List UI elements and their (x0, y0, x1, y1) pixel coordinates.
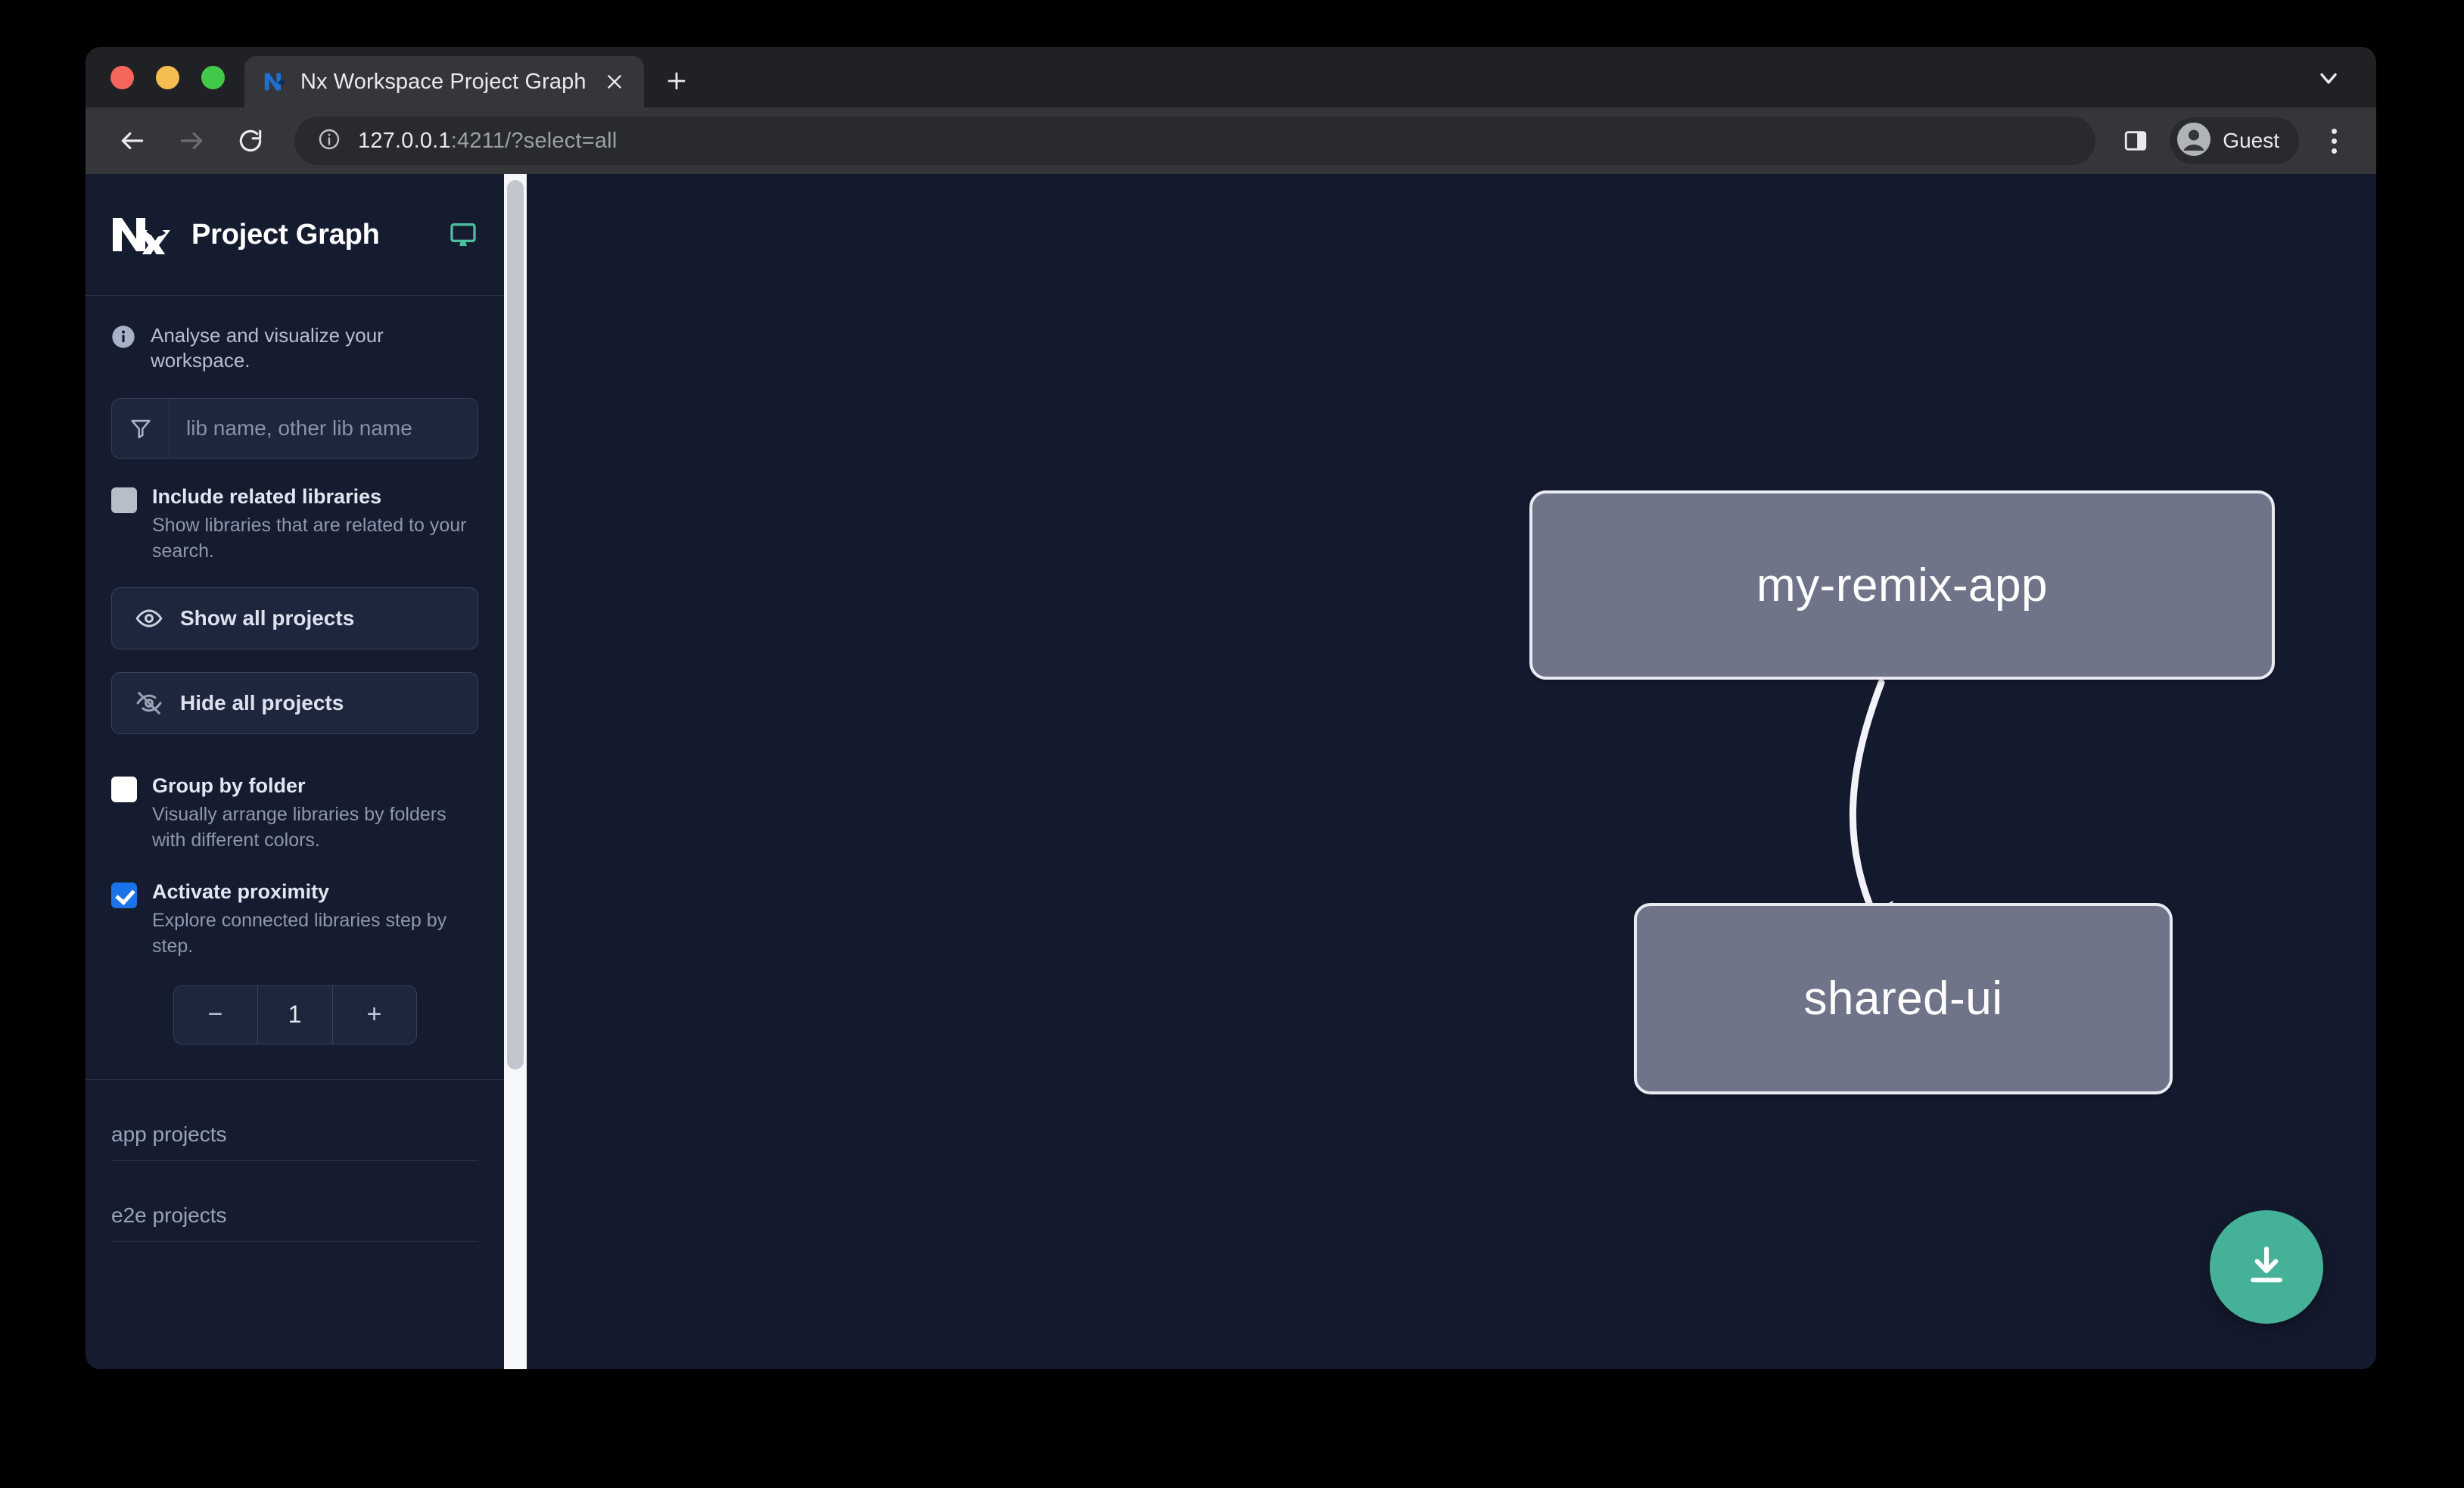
filter-funnel-icon (112, 399, 170, 458)
url-host: 127.0.0.1 (358, 128, 451, 153)
proximity-stepper: − 1 + (173, 985, 417, 1044)
monitor-icon[interactable] (448, 219, 478, 250)
option-description: Explore connected libraries step by step… (152, 910, 447, 957)
profile-button[interactable]: Guest (2170, 117, 2299, 164)
hide-all-projects-button[interactable]: Hide all projects (111, 671, 478, 734)
nx-logo-icon (111, 215, 170, 257)
hide-all-projects-label: Hide all projects (180, 690, 344, 714)
sidebar-scrollbar[interactable] (504, 174, 527, 1369)
eye-slash-icon (135, 689, 163, 718)
new-tab-button[interactable] (653, 58, 700, 104)
sidebar-divider (86, 295, 504, 296)
graph-node-label: shared-ui (1803, 973, 2003, 1025)
sidebar-tagline: Analyse and visualize your workspace. (151, 324, 384, 372)
close-icon[interactable] (599, 66, 630, 98)
graph-node[interactable]: my-remix-app (1529, 490, 2275, 680)
arrow-left-icon[interactable] (105, 114, 160, 168)
proximity-decrement-button[interactable]: − (173, 985, 257, 1044)
nx-favicon-icon (263, 69, 288, 95)
sidebar: Project Graph Analyse an (86, 174, 504, 1369)
sidebar-tagline-row: Analyse and visualize your workspace. (86, 296, 504, 398)
sidebar-scrollbar-thumb[interactable] (507, 180, 524, 1069)
graph-node-label: my-remix-app (1756, 559, 2048, 612)
profile-name: Guest (2223, 129, 2279, 152)
project-graph-canvas[interactable]: my-remix-app shared-ui (527, 174, 2376, 1369)
search-input[interactable] (170, 399, 478, 458)
minimize-window-button[interactable] (156, 65, 179, 89)
sidebar-project-sections: app projects e2e projects (86, 1079, 504, 1242)
download-icon (2242, 1241, 2291, 1294)
eye-icon (135, 604, 163, 633)
graph-edge-my-remix-app-to-shared-ui (1849, 679, 1893, 954)
browser-toolbar: 127.0.0.1:4211/?select=all Guest (86, 107, 2376, 174)
graph-node[interactable]: shared-ui (1634, 903, 2173, 1094)
option-label: Include related libraries (152, 485, 382, 508)
page-title: Project Graph (191, 218, 380, 251)
avatar-icon (2176, 121, 2212, 161)
download-graph-button[interactable] (2210, 1210, 2323, 1324)
kebab-menu-icon[interactable] (2311, 116, 2357, 166)
option-label: Activate proximity (152, 879, 330, 903)
info-circle-icon (111, 325, 135, 349)
show-all-projects-label: Show all projects (180, 605, 355, 630)
option-activate-proximity[interactable]: Activate proximity Explore connected lib… (111, 879, 478, 960)
option-group-by-folder[interactable]: Group by folder Visually arrange librari… (111, 774, 478, 854)
maximize-window-button[interactable] (201, 65, 225, 89)
browser-tab-strip: Nx Workspace Project Graph (86, 47, 2376, 107)
address-bar-url: 127.0.0.1:4211/?select=all (358, 129, 617, 154)
checkbox-activate-proximity[interactable] (111, 882, 137, 908)
window-traffic-lights (86, 47, 244, 107)
checkbox-include-related-libraries[interactable] (111, 487, 137, 513)
option-description: Show libraries that are related to your … (152, 515, 467, 562)
url-path: :4211/?select=all (450, 128, 618, 153)
search-box[interactable] (111, 398, 478, 459)
browser-window: Nx Workspace Project Graph (86, 47, 2376, 1369)
page-viewport: Project Graph Analyse an (86, 174, 2376, 1369)
arrow-right-icon[interactable] (164, 114, 219, 168)
graph-edges (1849, 679, 1893, 954)
browser-tab-title: Nx Workspace Project Graph (300, 69, 586, 94)
side-panel-icon[interactable] (2111, 116, 2161, 166)
option-label: Group by folder (152, 774, 306, 797)
browser-tab[interactable]: Nx Workspace Project Graph (244, 56, 644, 107)
sidebar-section-e2e-projects[interactable]: e2e projects (111, 1161, 478, 1242)
show-all-projects-button[interactable]: Show all projects (111, 587, 478, 649)
checkbox-group-by-folder[interactable] (111, 776, 137, 802)
proximity-increment-button[interactable]: + (332, 985, 416, 1044)
option-include-related-libraries[interactable]: Include related libraries Show libraries… (111, 484, 478, 565)
proximity-value: 1 (257, 985, 333, 1044)
close-window-button[interactable] (110, 65, 134, 89)
sidebar-header: Project Graph (86, 174, 504, 295)
site-info-icon[interactable] (317, 127, 341, 155)
sidebar-section-app-projects[interactable]: app projects (111, 1080, 478, 1161)
sidebar-body: Include related libraries Show libraries… (86, 398, 504, 1044)
address-bar[interactable]: 127.0.0.1:4211/?select=all (294, 117, 2096, 165)
chevron-down-icon[interactable] (2302, 51, 2355, 104)
option-description: Visually arrange libraries by folders wi… (152, 804, 446, 851)
reload-icon[interactable] (223, 114, 278, 168)
